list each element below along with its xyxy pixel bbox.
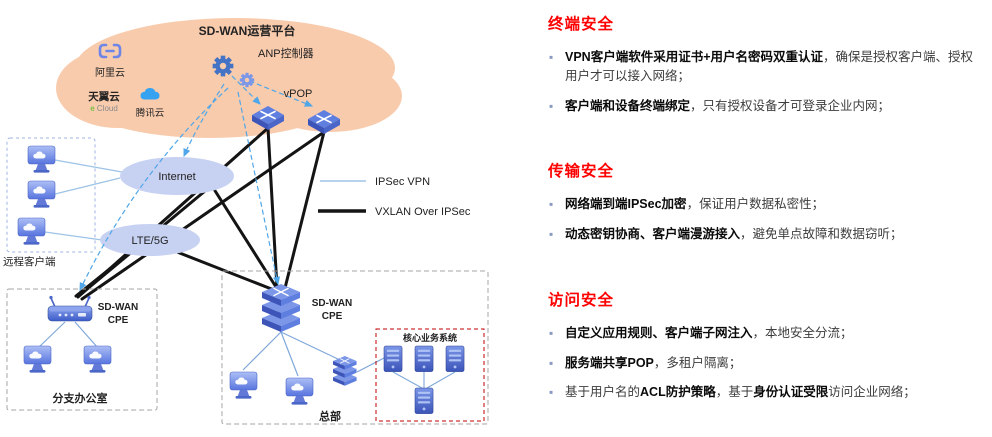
bullet-text-bold: VPN客户端软件采用证书+用户名密码双重认证 — [565, 50, 824, 64]
platform-title: SD-WAN运营平台 — [199, 23, 296, 38]
security-panel: 终端安全 VPN客户端软件采用证书+用户名密码双重认证，确保是授权客户端、授权用… — [548, 12, 984, 413]
bullet-text: ，基于 — [715, 385, 754, 400]
computer-icon — [27, 145, 56, 174]
gear-icon-small — [239, 72, 255, 88]
legend: IPSec VPN VXLAN Over IPSec — [318, 176, 471, 218]
headquarters-group: SD-WAN CPE 总部 核心业务系统 — [221, 270, 489, 425]
section-terminal-security: 终端安全 VPN客户端软件采用证书+用户名密码双重认证，确保是授权客户端、授权用… — [548, 12, 984, 115]
computer-icon — [23, 345, 52, 374]
branch-internal-links — [37, 321, 99, 349]
bullet-text: ，确保是授权客户端、授权用户才可以接入网络； — [565, 50, 974, 83]
bullet-item: 服务端共享POP，多租户隔离； — [548, 354, 984, 373]
tianyi-cloud-en: Cloud — [97, 104, 118, 113]
computer-icon — [229, 371, 258, 400]
internet-label: Internet — [158, 171, 195, 183]
gear-icon — [212, 55, 234, 77]
section-heading: 终端安全 — [548, 16, 615, 33]
remote-clients-label: 远程客户端 — [3, 255, 56, 268]
lte-cloud: LTE/5G — [100, 224, 200, 256]
bullet-item: 客户端和设备终端绑定，只有授权设备才可登录企业内网； — [548, 97, 984, 116]
bullet-item: 网络端到端IPSec加密，保证用户数据私密性； — [548, 195, 984, 214]
hq-cpe-label-1: SD-WAN — [312, 298, 353, 309]
hq-cpe-label-2: CPE — [322, 311, 343, 322]
branch-cpe-icon — [47, 295, 93, 322]
server-icon — [414, 345, 434, 373]
alibaba-cloud-label: 阿里云 — [95, 67, 125, 79]
branch-cpe-label-2: CPE — [108, 315, 129, 326]
section-access-security: 访问安全 自定义应用规则、客户端子网注入，本地安全分流； 服务端共享POP，多租… — [548, 288, 984, 402]
server-icon — [445, 345, 465, 373]
bullet-text-bold: ACL防护策略 — [640, 385, 716, 400]
bullet-text: ，只有授权设备才可登录企业内网； — [690, 98, 891, 113]
computer-icon — [285, 377, 314, 406]
legend-vxlan-label: VXLAN Over IPSec — [375, 206, 471, 218]
network-topology-diagram: Internet LTE/5G SD-WAN运营平台 ANP控制器 阿里云 天翼… — [3, 18, 489, 425]
server-icon — [414, 387, 434, 415]
bullet-text-bold: 自定义应用规则、客户端子网注入 — [565, 325, 753, 340]
bullet-list: 自定义应用规则、客户端子网注入，本地安全分流； 服务端共享POP，多租户隔离； … — [548, 324, 984, 402]
bullet-text-bold: 网络端到端IPSec加密 — [565, 197, 687, 212]
lte-label: LTE/5G — [131, 235, 168, 247]
hq-cpe-icon — [262, 284, 300, 332]
bullet-item: VPN客户端软件采用证书+用户名密码双重认证，确保是授权客户端、授权用户才可以接… — [548, 48, 984, 86]
legend-ipsec-label: IPSec VPN — [375, 176, 430, 188]
bullet-text: ，保证用户数据私密性； — [686, 197, 825, 212]
server-icon — [383, 345, 403, 373]
bullet-text: ，本地安全分流； — [752, 325, 853, 340]
hq-internal-links — [242, 331, 385, 377]
section-heading: 传输安全 — [548, 163, 615, 181]
bullet-item: 基于用户名的ACL防护策略，基于身份认证受限访问企业网络； — [548, 383, 984, 402]
bullet-text-bold: 客户端和设备终端绑定 — [565, 98, 691, 113]
anp-controller-label: ANP控制器 — [258, 46, 314, 60]
bullet-text: 访问企业网络； — [828, 385, 916, 400]
headquarters-label: 总部 — [319, 409, 341, 423]
bullet-item: 动态密钥协商、客户端漫游接入，避免单点故障和数据窃听； — [548, 225, 984, 244]
tianyi-cloud-en-label: e Cloud — [90, 104, 118, 113]
section-transmission-security: 传输安全 网络端到端IPSec加密，保证用户数据私密性； 动态密钥协商、客户端漫… — [548, 159, 984, 244]
computer-icon — [27, 180, 56, 209]
tianyi-cloud-label: 天翼云 — [88, 91, 120, 103]
hq-switch-icon — [333, 356, 357, 386]
core-system-group: 核心业务系统 — [375, 328, 485, 422]
bullet-text-bold: 动态密钥协商、客户端漫游接入 — [565, 227, 741, 241]
bullet-text: 基于用户名的 — [565, 385, 641, 400]
section-heading: 访问安全 — [548, 291, 615, 309]
core-system-box — [375, 328, 485, 422]
remote-clients-box — [6, 137, 96, 253]
tianyi-e: e — [90, 104, 95, 113]
vxlan-links — [74, 126, 326, 301]
branch-office-box — [6, 288, 158, 411]
bullet-list: VPN客户端软件采用证书+用户名密码双重认证，确保是授权客户端、授权用户才可以接… — [548, 48, 984, 115]
management-links — [79, 75, 314, 292]
headquarters-box — [221, 270, 489, 425]
branch-office-group: SD-WAN CPE 分支办公室 — [6, 288, 158, 411]
bullet-text: ，多租户隔离； — [653, 355, 742, 370]
tencent-cloud-label: 腾讯云 — [136, 107, 165, 119]
computer-icon — [17, 217, 46, 246]
branch-cpe-label-1: SD-WAN — [98, 302, 139, 313]
bullet-text-bold: 身份认证受限 — [753, 385, 829, 400]
core-internal-links — [392, 371, 456, 389]
ipsec-links — [44, 159, 123, 241]
core-system-label: 核心业务系统 — [403, 332, 457, 343]
internet-cloud: Internet — [120, 157, 234, 195]
bullet-list: 网络端到端IPSec加密，保证用户数据私密性； 动态密钥协商、客户端漫游接入，避… — [548, 195, 984, 244]
branch-office-label: 分支办公室 — [53, 391, 108, 405]
bullet-text: ，避免单点故障和数据窃听； — [740, 227, 903, 241]
computer-icon — [83, 345, 112, 374]
vpop-label: vPOP — [284, 88, 313, 100]
bullet-item: 自定义应用规则、客户端子网注入，本地安全分流； — [548, 324, 984, 343]
bullet-text-bold: 服务端共享POP — [565, 355, 654, 370]
